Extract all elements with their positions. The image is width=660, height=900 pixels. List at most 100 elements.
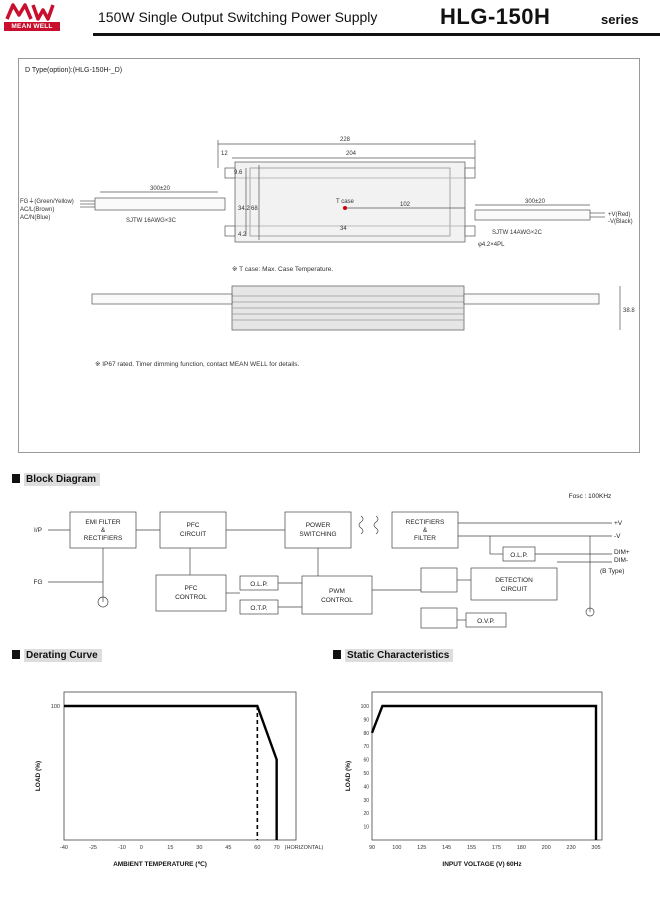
- rect-line1: RECTIFIERS: [406, 519, 445, 526]
- static-x-tick: 125: [417, 845, 426, 851]
- derating-y-tick: 100: [51, 704, 60, 710]
- static-xlabel: INPUT VOLTAGE (V) 60Hz: [442, 861, 522, 868]
- out-dimp: DIM+: [614, 549, 630, 556]
- derating-x-extra: (HORIZONTAL): [285, 845, 324, 851]
- static-y-tick: 60: [363, 758, 369, 764]
- rect-line2: &: [423, 527, 428, 534]
- dim-body: 204: [346, 151, 357, 157]
- ps-line1: POWER: [306, 522, 331, 529]
- static-x-tick: 175: [492, 845, 501, 851]
- static-y-tick: 50: [363, 771, 369, 777]
- wire-plus: +V(Red): [608, 212, 631, 218]
- block-diagram: Fosc : 100KHz I/P FG EMI FILTER & RECTIF…: [33, 493, 630, 629]
- block-rect: [391, 511, 459, 549]
- rect-line3: FILTER: [414, 535, 436, 542]
- right-cable: [474, 209, 591, 221]
- mechanical-frame: [18, 58, 640, 453]
- out-minus: -V: [614, 533, 621, 540]
- static-y-tick: 70: [363, 744, 369, 750]
- dim-h5: 34: [340, 226, 347, 232]
- mechanical-drawing: 228 204 12 9.6 34.2 68 4.2 34 102 300±20…: [20, 137, 635, 331]
- dim-left-cable: 300±20: [150, 186, 171, 192]
- static-y-tick: 100: [361, 704, 370, 710]
- dtype-label: D Type(option):(HLG-150H-_D): [25, 67, 123, 74]
- meanwell-logo: MEAN WELL: [3, 2, 61, 32]
- static-x-tick: 145: [442, 845, 451, 851]
- derating-x-tick: -25: [89, 845, 97, 851]
- ovp-label: O.V.P.: [477, 618, 495, 625]
- pfcc-line2: CONTROL: [175, 594, 207, 601]
- static-y-tick: 20: [363, 811, 369, 817]
- wire-acn: AC/N(Blue): [20, 215, 50, 221]
- static-x-tick: 90: [369, 845, 375, 851]
- derating-x-tick: 60: [254, 845, 260, 851]
- static-series-line: [370, 704, 598, 840]
- derating-plot-frame: [63, 691, 297, 841]
- static-y-tick: 40: [363, 784, 369, 790]
- derating-x-tick: 15: [167, 845, 173, 851]
- det-line2: CIRCUIT: [501, 586, 527, 593]
- out-dimm: DIM-: [614, 557, 628, 564]
- static-x-tick: 200: [542, 845, 551, 851]
- hole-spec: φ4.2×4PL: [478, 242, 505, 248]
- right-cable-type: SJTW 14AWG×2C: [492, 230, 543, 236]
- pwm-line2: CONTROL: [321, 597, 353, 604]
- pfcc-line1: PFC: [185, 585, 198, 592]
- olp1-label: O.L.P.: [250, 581, 268, 588]
- wire-minus: -V(Black): [608, 219, 633, 225]
- out-btype: (B Type): [600, 568, 624, 575]
- derating-x-tick: 45: [225, 845, 231, 851]
- page-title: 150W Single Output Switching Power Suppl…: [98, 9, 378, 25]
- header-rule: [93, 33, 660, 36]
- derating-series-line: [64, 704, 278, 840]
- static-plot-frame: [371, 691, 603, 841]
- emi-line3: RECTIFIERS: [84, 535, 123, 542]
- wire-acl: AC/L(Brown): [20, 207, 54, 213]
- ip-label: I/P: [34, 527, 42, 534]
- dim-h3: 68: [251, 206, 258, 212]
- derating-xlabel: AMBIENT TEMPERATURE (℃): [113, 860, 207, 868]
- psu-body-top: [234, 161, 466, 243]
- tcase-marker: [343, 206, 347, 210]
- emi-line2: &: [101, 527, 106, 534]
- derating-x-tick: 0: [140, 845, 143, 851]
- static-y-tick: 90: [363, 717, 369, 723]
- dim-right-cable: 300±20: [525, 199, 546, 205]
- series-label: series: [601, 12, 639, 27]
- dim-h1: 9.6: [234, 170, 243, 176]
- fg-label: FG: [33, 579, 42, 586]
- static-x-tick: 305: [591, 845, 600, 851]
- static-x-tick: 230: [567, 845, 576, 851]
- wire-fg: FG⏚(Green/Yellow): [20, 198, 74, 205]
- static-x-tick: 100: [392, 845, 401, 851]
- block-pfc: [159, 511, 227, 549]
- olp2-label: O.L.P.: [510, 552, 528, 559]
- otp-label: O.T.P.: [250, 605, 267, 612]
- dim-tcase-dist: 102: [400, 202, 411, 208]
- block-diagram-heading: Block Diagram: [12, 473, 101, 488]
- derating-heading: Derating Curve: [12, 649, 102, 664]
- block-det: [470, 567, 558, 601]
- tcase-label: T case: [336, 199, 355, 205]
- pwm-line1: PWM: [329, 588, 345, 595]
- static-x-tick: 180: [517, 845, 526, 851]
- left-cable-type: SJTW 16AWG×3C: [126, 218, 177, 224]
- ps-line2: SWITCHING: [299, 531, 336, 538]
- block-ps: [284, 511, 352, 549]
- dim-side-h: 38.8: [623, 308, 635, 314]
- opto-1: [420, 567, 458, 593]
- out-plus: +V: [614, 520, 623, 527]
- ip-note: ※ IP67 rated. Timer dimming function, co…: [95, 361, 300, 368]
- model-name: HLG-150H: [440, 4, 551, 29]
- static-heading: Static Characteristics: [333, 649, 454, 664]
- pfc-line1: PFC: [187, 522, 200, 529]
- derating-ylabel: LOAD (%): [35, 761, 42, 791]
- dim-overall: 228: [340, 137, 351, 143]
- dim-h2: 34.2: [238, 206, 250, 212]
- opto-2: [420, 607, 458, 629]
- derating-x-tick: -10: [118, 845, 126, 851]
- static-y-tick: 10: [363, 825, 369, 831]
- mw-logo-icon: [5, 3, 55, 21]
